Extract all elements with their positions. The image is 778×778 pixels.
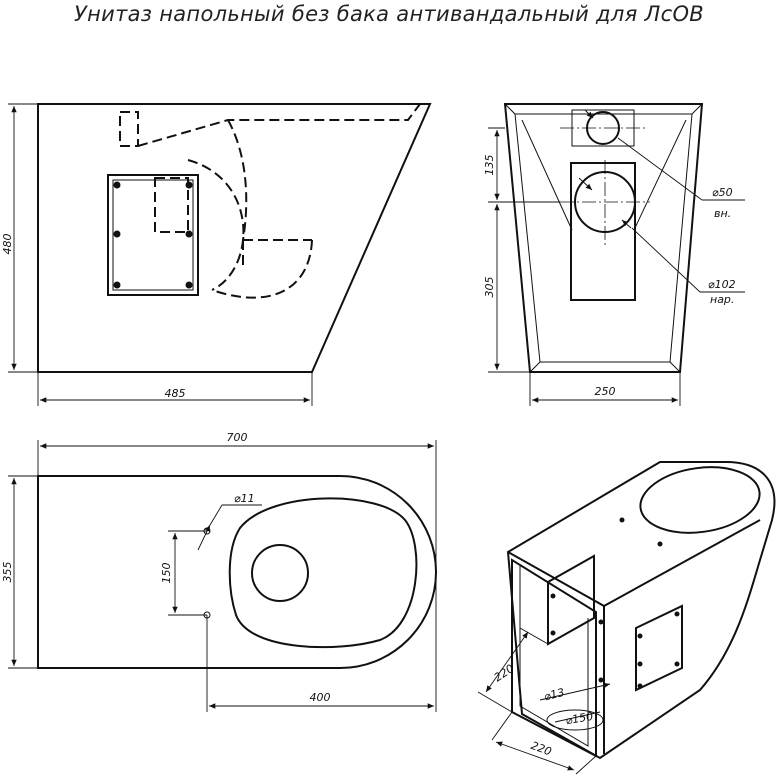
dim-front-250: 250 [595, 385, 616, 398]
dim-pipe-102-note: нар. [710, 293, 734, 306]
dim-top-700: 700 [227, 431, 248, 444]
front-view [488, 103, 745, 406]
side-view [8, 103, 432, 406]
dim-side-width: 485 [165, 387, 186, 400]
dim-top-150: 150 [160, 563, 173, 584]
iso-seat-opening [639, 466, 761, 534]
isometric-view [477, 461, 776, 775]
side-access-panel [107, 174, 199, 296]
top-drain-hole [251, 544, 309, 602]
dim-iso-150: ⌀150 [565, 710, 594, 728]
dim-top-400: 400 [310, 691, 331, 704]
top-view [8, 440, 437, 712]
iso-access-panel [635, 604, 683, 692]
dim-top-hole: ⌀11 [234, 492, 255, 505]
dim-front-305: 305 [483, 277, 496, 298]
iso-drain [546, 709, 604, 731]
dim-iso-13: ⌀13 [543, 686, 566, 704]
dim-pipe-50: ⌀50 [712, 186, 733, 199]
dim-front-135: 135 [483, 155, 496, 176]
dim-top-355: 355 [1, 562, 14, 583]
side-outline [37, 103, 432, 373]
dim-pipe-50-note: вн. [714, 207, 731, 220]
iso-body [506, 461, 776, 760]
dim-side-height: 480 [1, 234, 14, 255]
drawing-title: Унитаз напольный без бака антивандальный… [74, 2, 704, 26]
top-bowl [228, 497, 418, 649]
dim-pipe-102: ⌀102 [708, 278, 736, 291]
